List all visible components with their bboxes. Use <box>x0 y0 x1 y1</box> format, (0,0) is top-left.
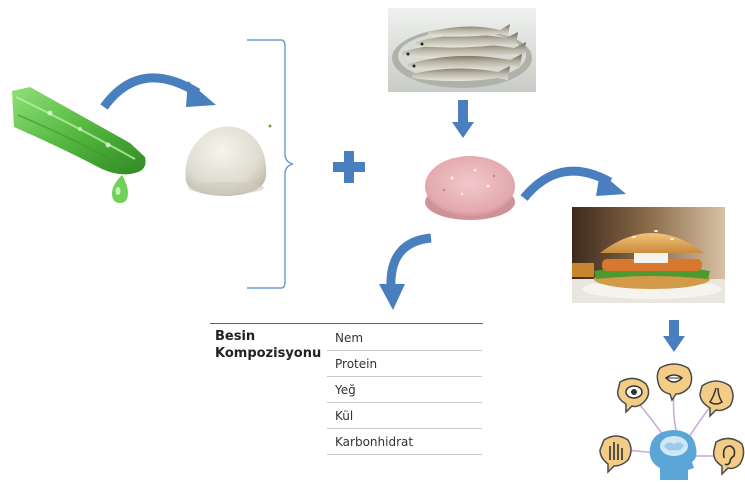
curved-arrow-aloe-to-powder <box>100 65 220 115</box>
plus-icon <box>332 150 366 184</box>
composition-title: Besin Kompozisyonu <box>215 328 330 362</box>
table-row: Kül <box>327 404 482 429</box>
table-row: Yeğ <box>327 378 482 403</box>
table-row: Nem <box>327 326 482 351</box>
senses-head-icon <box>598 362 745 483</box>
composition-title-line1: Besin <box>215 328 330 345</box>
table-row: Karbonhidrat <box>327 430 482 455</box>
table-row: Protein <box>327 352 482 377</box>
fish-image <box>388 8 536 92</box>
curved-arrow-patty-to-burger <box>520 160 630 205</box>
arrow-down-fish-to-patty <box>452 100 474 140</box>
bracket-line <box>245 38 295 293</box>
fish-burger-image <box>572 207 725 303</box>
raw-patty-icon <box>420 150 520 225</box>
arrow-down-burger-to-senses <box>663 320 685 354</box>
table-top-rule <box>210 323 483 324</box>
composition-title-line2: Kompozisyonu <box>215 345 330 362</box>
curved-arrow-patty-to-table <box>375 232 435 312</box>
